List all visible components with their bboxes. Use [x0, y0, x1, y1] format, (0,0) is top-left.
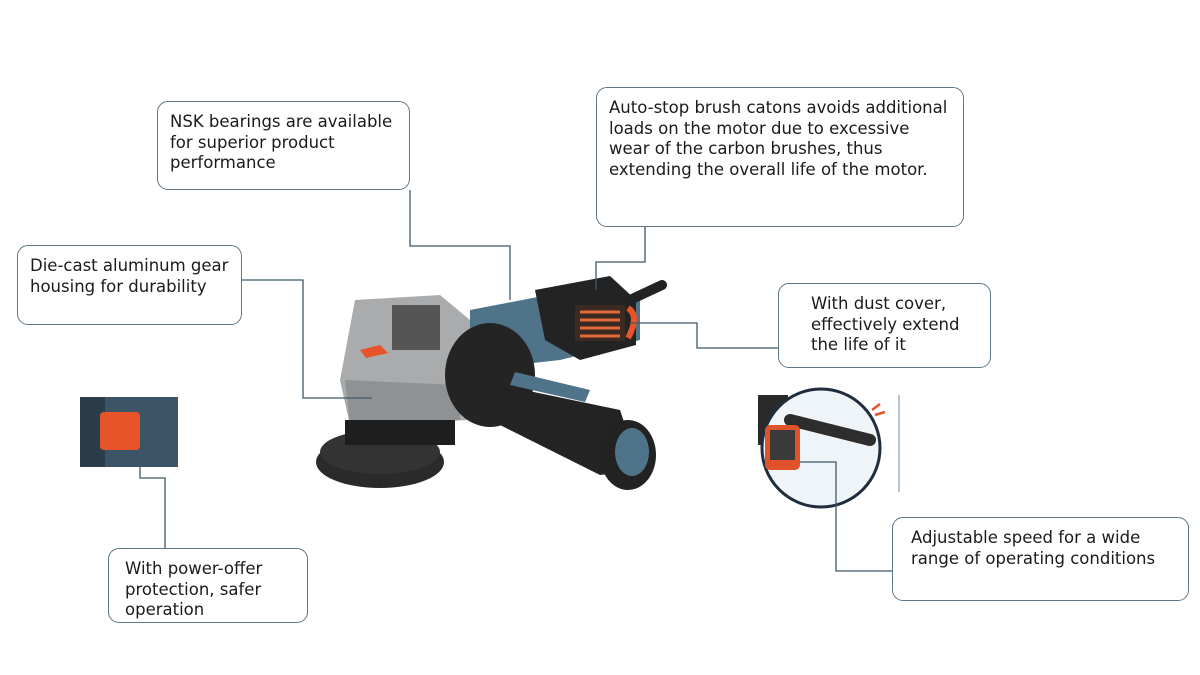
leader-lines: [139, 190, 892, 572]
power-switch-thumbnail: [80, 397, 178, 467]
callout-brush: Auto-stop brush catons avoids additional…: [596, 87, 964, 227]
callout-power-protection: With power-offer protection, safer opera…: [108, 548, 308, 623]
speed-dial-zoom: [758, 387, 900, 509]
angle-grinder-image: [316, 276, 667, 490]
callout-bearings: NSK bearings are available for superior …: [157, 101, 410, 190]
callout-housing: Die-cast aluminum gear housing for durab…: [17, 245, 242, 325]
callout-dust-cover: With dust cover, effectively extend the …: [778, 283, 991, 368]
callout-adjustable-speed: Adjustable speed for a wide range of ope…: [892, 517, 1189, 601]
